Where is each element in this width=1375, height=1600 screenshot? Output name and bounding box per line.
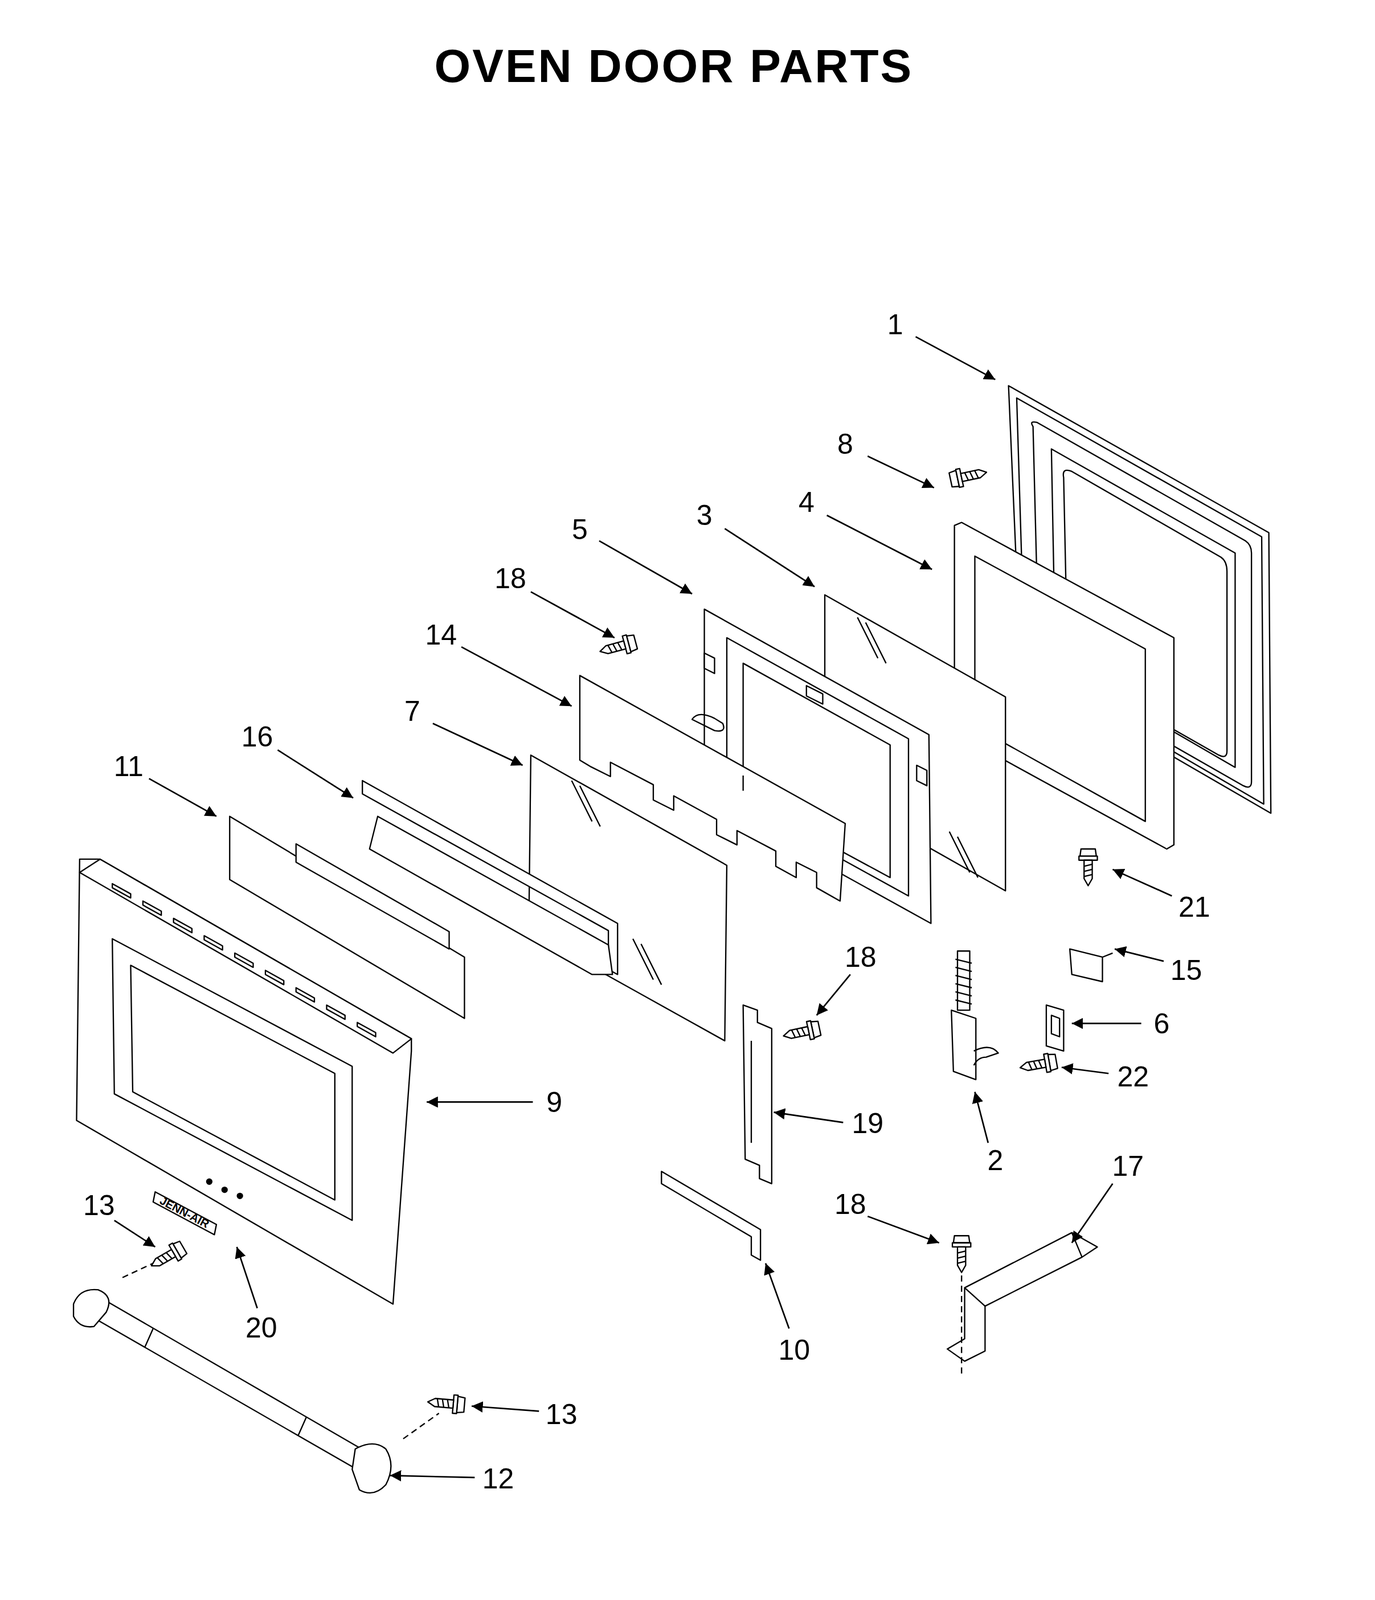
door-support-bracket bbox=[947, 1233, 1098, 1362]
callout-number: 4 bbox=[798, 488, 815, 517]
callout-number: 5 bbox=[571, 515, 588, 544]
screw bbox=[781, 1019, 822, 1046]
callout-number: 17 bbox=[1111, 1152, 1144, 1181]
brand-logo: JENN-AIR bbox=[158, 1195, 212, 1231]
screw bbox=[948, 463, 989, 490]
center-line bbox=[122, 1263, 154, 1279]
callout-number: 20 bbox=[245, 1314, 278, 1343]
callout-number: 21 bbox=[1178, 893, 1211, 922]
callout-number: 1 bbox=[887, 310, 904, 339]
callout-number: 16 bbox=[241, 722, 274, 752]
screw bbox=[1078, 849, 1098, 887]
hinge-receptacle bbox=[1046, 1005, 1064, 1052]
screw bbox=[427, 1393, 466, 1415]
screw bbox=[952, 1236, 971, 1274]
center-line bbox=[403, 1413, 440, 1440]
callout-number: 7 bbox=[404, 697, 421, 726]
callout-number: 6 bbox=[1153, 1009, 1170, 1039]
outer-door-panel bbox=[76, 859, 412, 1305]
callout-number: 8 bbox=[837, 430, 854, 459]
badge bbox=[153, 1192, 217, 1235]
callout-number: 11 bbox=[113, 752, 144, 781]
callout-number: 13 bbox=[83, 1191, 116, 1221]
callout-number: 2 bbox=[987, 1146, 1004, 1176]
callout-number: 14 bbox=[424, 620, 457, 650]
callout-number: 3 bbox=[696, 501, 713, 530]
callout-number: 18 bbox=[494, 564, 527, 593]
door-bracket bbox=[743, 1005, 772, 1185]
callout-number: 15 bbox=[1170, 956, 1203, 985]
callout-number: 19 bbox=[851, 1109, 884, 1139]
diagram-title: OVEN DOOR PARTS bbox=[434, 42, 914, 90]
callout-number: 12 bbox=[482, 1464, 515, 1494]
callout-number: 22 bbox=[1116, 1062, 1149, 1092]
trim-strip bbox=[661, 1171, 761, 1261]
center-line bbox=[960, 1275, 963, 1378]
screw bbox=[597, 633, 638, 661]
door-hinge bbox=[951, 951, 998, 1080]
screw bbox=[1018, 1052, 1058, 1078]
callout-number: 13 bbox=[545, 1400, 578, 1430]
door-handle bbox=[73, 1290, 391, 1494]
callout-number: 9 bbox=[546, 1088, 563, 1117]
hinge-plate bbox=[1069, 949, 1113, 982]
leader-arrows bbox=[114, 336, 1173, 1479]
callout-number: 18 bbox=[834, 1190, 867, 1219]
callout-number: 18 bbox=[844, 943, 877, 972]
callout-number: 10 bbox=[778, 1336, 810, 1365]
